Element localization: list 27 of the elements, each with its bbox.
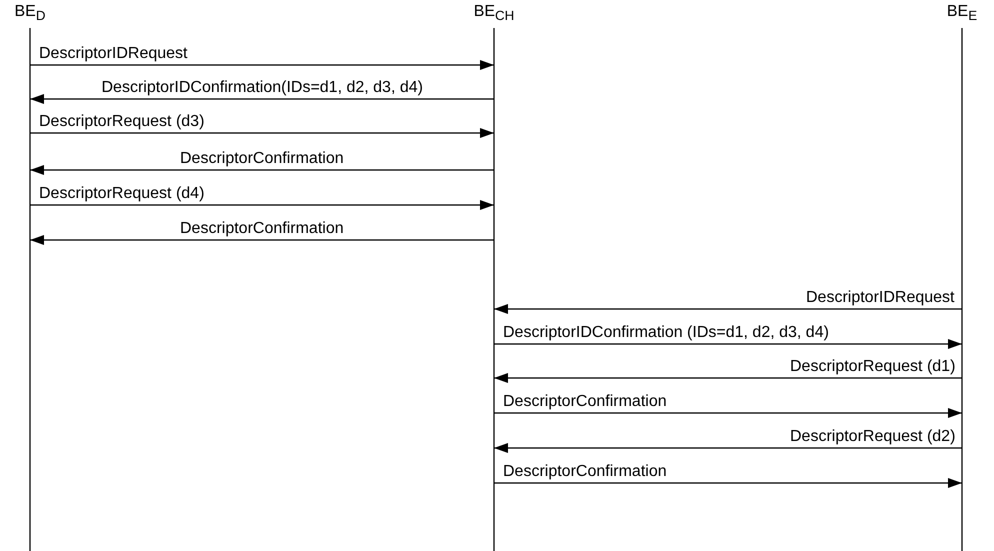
lifeline-heading: BE$_{D}$ [14,2,46,26]
message-label: DescriptorIDConfirmation (IDs=d1, d2, d3, d4) [502,324,830,342]
message-arrow [494,408,962,418]
message-label: DescriptorRequest (d4) [38,185,206,203]
message-label: DescriptorIDConfirmation(IDs=d1, d2, d3, d4) [100,79,424,97]
message-label: DescriptorConfirmation [502,463,668,481]
message-arrow [494,443,962,453]
message-label: DescriptorConfirmation [502,393,668,411]
message-arrow [494,339,962,349]
message-arrow [494,304,962,314]
message-arrow [30,235,494,245]
message-arrow [494,373,962,383]
message-label: DescriptorIDRequest [805,289,956,307]
message-label: DescriptorIDRequest [38,45,188,63]
message-arrow [30,165,494,175]
lifeline-heading: BE$_{E}$ [946,2,978,26]
message-label: DescriptorRequest (d1) [789,358,956,376]
message-arrow [30,60,494,70]
message-arrow [30,128,494,138]
message-label: DescriptorRequest (d2) [789,428,956,446]
message-label: DescriptorConfirmation [179,220,345,238]
message-arrow [30,94,494,104]
lifeline-heading: BE$_{CH}$ [472,2,516,26]
message-arrow [30,200,494,210]
message-label: DescriptorRequest (d3) [38,113,206,131]
message-label: DescriptorConfirmation [179,150,345,168]
message-arrow [494,478,962,488]
